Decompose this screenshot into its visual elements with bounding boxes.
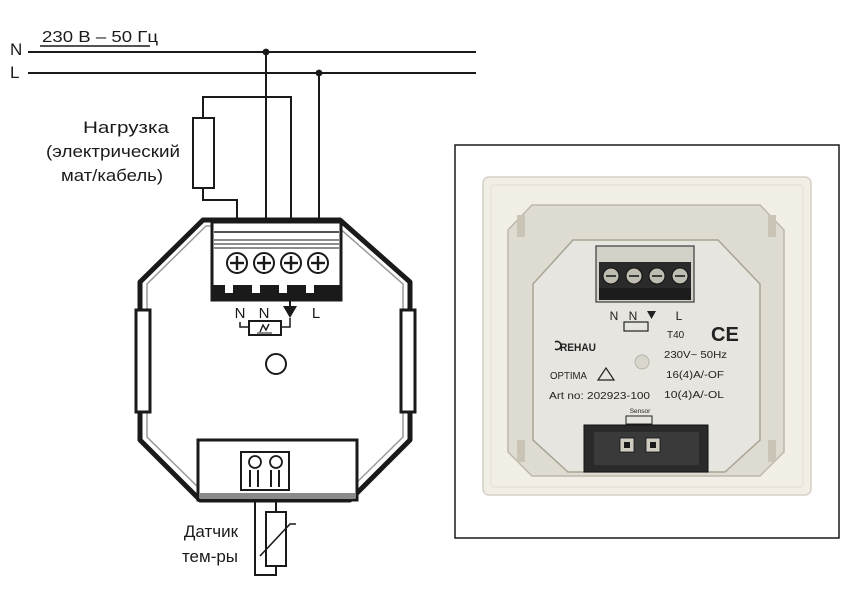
- sensor-label: Датчик тем-ры: [182, 522, 239, 566]
- terminal-screw: [307, 252, 329, 274]
- supply-label: 230 В – 50 Гц: [42, 29, 158, 46]
- voltage-rating: 230V~ 50Hz: [664, 350, 727, 361]
- current-rating-ol: 10(4)A/-OL: [664, 390, 725, 401]
- terminal-block: [210, 220, 343, 302]
- brand-logo: REHAU: [554, 340, 596, 354]
- line-n-label: N: [10, 40, 22, 59]
- terminal-screw: [226, 252, 248, 274]
- svg-text:N: N: [610, 309, 619, 323]
- center-hole: [265, 353, 287, 375]
- svg-text:Датчик: Датчик: [184, 522, 239, 541]
- sensor-label-photo: Sensor: [630, 408, 651, 415]
- svg-text:L: L: [676, 309, 683, 323]
- sensor-connector: [196, 438, 359, 502]
- current-rating-of: 16(4)A/-OF: [666, 370, 724, 381]
- model-code: T40: [667, 330, 685, 341]
- sensor-wires: [254, 500, 277, 576]
- svg-text:N: N: [629, 309, 638, 323]
- terminal-label-n2: N: [259, 305, 270, 322]
- load-label: Нагрузка (электрический мат/кабель): [46, 118, 180, 185]
- wires: [202, 52, 320, 222]
- sensor-terminal-icon: [283, 306, 297, 318]
- load-resistor: [192, 117, 215, 189]
- product-name: OPTIMA: [550, 371, 587, 382]
- terminal-label-n1: N: [235, 305, 246, 322]
- mount-lug-right: [399, 308, 417, 414]
- terminal-markings: N N L: [235, 300, 320, 336]
- terminal-screw: [280, 252, 302, 274]
- svg-text:Нагрузка: Нагрузка: [83, 118, 170, 137]
- device-photo: N N L REHAU T40 CE 230V~ 50Hz 16(4)A/-OF…: [454, 144, 840, 539]
- line-l-label: L: [10, 63, 19, 82]
- article-number: Art no: 202923-100: [549, 391, 651, 402]
- device-center-hole: [634, 354, 650, 370]
- certification-mark: [596, 366, 616, 381]
- terminal-screw: [253, 252, 275, 274]
- mount-lug-left: [134, 308, 152, 414]
- svg-text:мат/кабель): мат/кабель): [61, 166, 163, 185]
- svg-text:REHAU: REHAU: [560, 342, 596, 354]
- ce-mark: CE: [711, 324, 739, 346]
- supply-lines: [28, 45, 476, 74]
- terminal-label-l: L: [312, 305, 320, 322]
- svg-text:(электрический: (электрический: [46, 142, 180, 161]
- svg-text:тем-ры: тем-ры: [182, 547, 238, 566]
